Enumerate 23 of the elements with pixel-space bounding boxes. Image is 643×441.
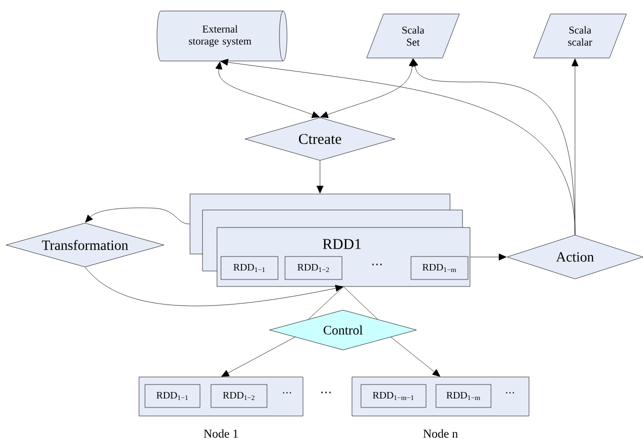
partition-box: RDD$_{1−2}$: [284, 256, 342, 280]
arrow: [390, 336, 440, 377]
arrow: [85, 208, 190, 224]
data-parallelogram: Scala scalar: [533, 14, 627, 58]
partition-box: RDD$_{1−m}$: [410, 256, 468, 280]
arrow: [470, 254, 506, 260]
partition-box: RDD$_{1−m−1}$: [360, 384, 426, 408]
arrow: [215, 62, 320, 118]
partition-box: RDD$_{1−2}$: [210, 384, 268, 408]
partition-box: RDD$_{1−m}$: [436, 384, 492, 408]
partition-box: RDD$_{1−1}$: [144, 384, 200, 408]
data-parallelogram: Scala Set: [366, 14, 460, 58]
partition-box: RDD$_{1−1}$: [220, 256, 278, 280]
arrow: [221, 336, 296, 377]
arrow: [572, 58, 578, 235]
storage-cylinder: External storage system: [156, 10, 288, 62]
arrow: [320, 58, 416, 118]
node-caption: Node n: [423, 429, 458, 438]
ellipsis: ⋯: [321, 392, 331, 394]
arrow: [316, 160, 324, 194]
node-caption: Node 1: [204, 429, 238, 438]
arrow: [84, 267, 344, 306]
arrow: [308, 286, 378, 320]
